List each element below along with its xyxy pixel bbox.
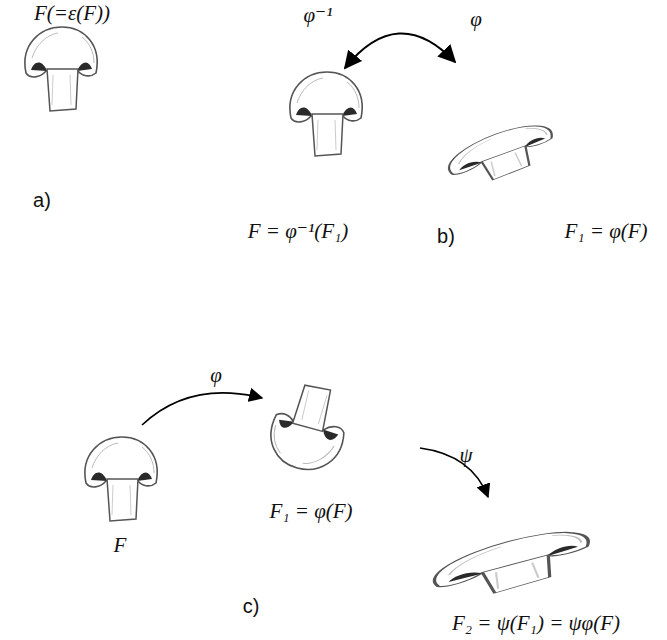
map-arrow <box>420 448 488 497</box>
map-arrow <box>345 33 455 68</box>
mushroom <box>290 72 362 156</box>
map-label: ψ <box>459 444 472 467</box>
mushroom <box>25 27 97 111</box>
figure-label: F <box>114 534 127 557</box>
squashed-mushroom <box>429 522 594 608</box>
figure-label: F₁ = φ(F) <box>269 500 352 523</box>
panel-letter: a) <box>33 189 51 211</box>
mushroom <box>85 437 157 521</box>
map-label: φ <box>470 8 482 31</box>
figure-label: F₁ = φ(F) <box>564 220 647 243</box>
panel-letter: c) <box>243 595 260 617</box>
map-label: φ <box>210 364 222 387</box>
squashed-mushroom <box>443 116 559 193</box>
figure-label: F = φ⁻¹(F₁) <box>248 220 349 243</box>
figure-label: F₂ = ψ(F₁) = ψφ(F) <box>452 612 620 635</box>
rotated-mushroom <box>263 378 355 478</box>
figure-label: F(=ε(F)) <box>34 2 110 25</box>
map-label: φ⁻¹ <box>304 4 333 27</box>
panel-letter: b) <box>437 225 455 247</box>
map-arrow <box>142 393 262 425</box>
